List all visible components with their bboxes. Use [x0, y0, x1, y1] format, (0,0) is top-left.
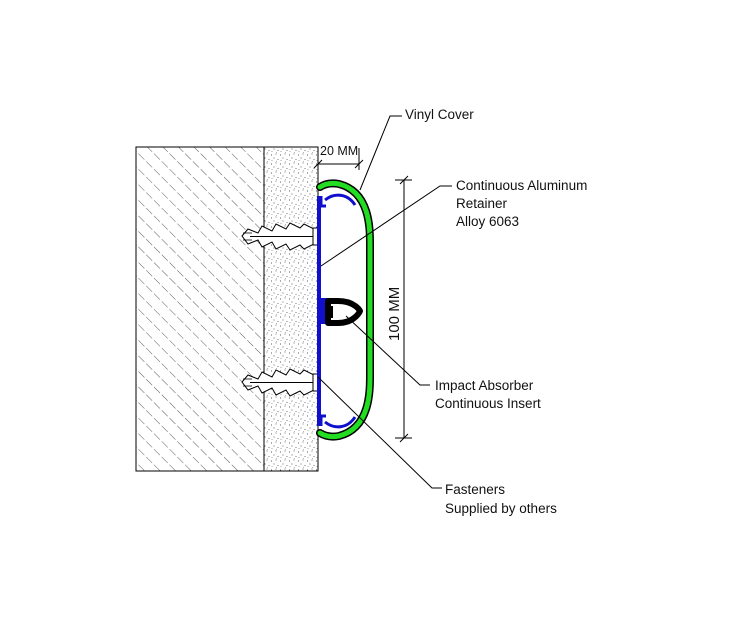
retainer-label-line2: Retainer [456, 196, 508, 211]
absorber-label-line1: Impact Absorber [435, 378, 534, 393]
height-dimension: 100 MM [386, 175, 412, 443]
fasteners-label-line1: Fasteners [445, 482, 505, 497]
aluminum-retainer [317, 193, 357, 429]
upper-fastener [241, 222, 319, 251]
absorber-leader [345, 315, 430, 386]
vinyl-cover-fill [317, 180, 373, 440]
vinyl-cover-leader [359, 115, 402, 191]
width-dimension: 20 MM [313, 144, 364, 170]
retainer-label-line3: Alloy 6063 [456, 214, 519, 229]
retainer-leader [320, 185, 452, 267]
plaster-layer [263, 146, 319, 472]
retainer-label-line1: Continuous Aluminum [456, 178, 587, 193]
width-dimension-label: 20 MM [320, 144, 358, 158]
masonry-wall [135, 146, 265, 472]
height-dimension-label: 100 MM [386, 287, 403, 341]
fasteners-leader [317, 376, 442, 489]
wall [135, 146, 319, 472]
vinyl-cover-label: Vinyl Cover [405, 107, 474, 122]
impact-absorber [325, 298, 363, 326]
fasteners-label-line2: Supplied by others [445, 501, 557, 516]
absorber-label-line2: Continuous Insert [435, 396, 541, 411]
